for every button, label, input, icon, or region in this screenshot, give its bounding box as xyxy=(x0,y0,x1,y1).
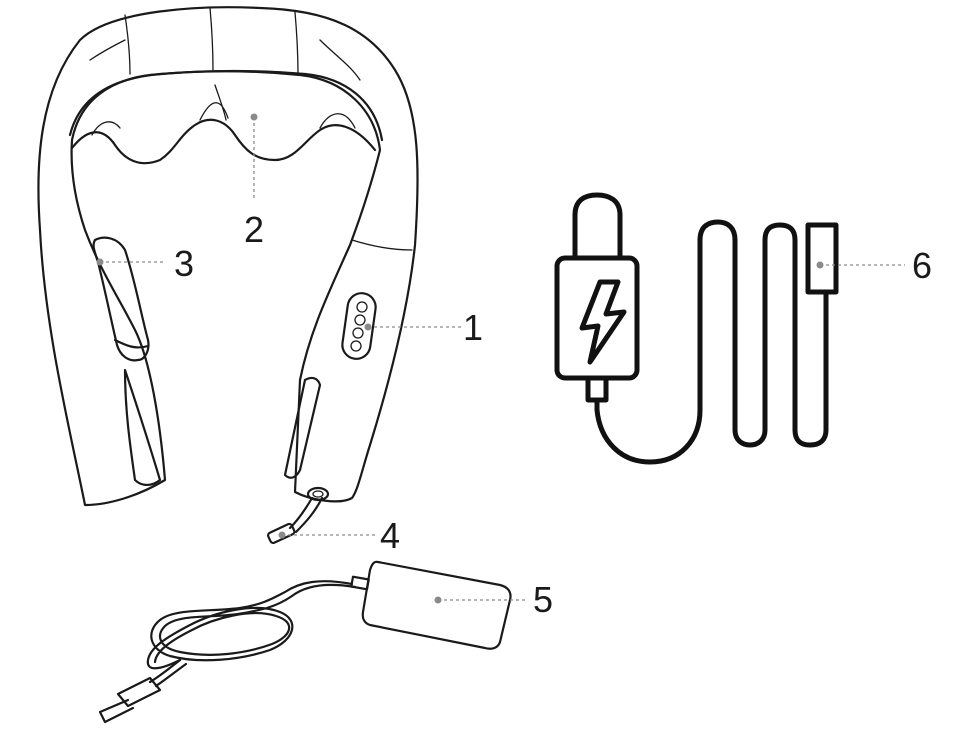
adapter-body xyxy=(361,560,512,650)
massager-shell-outline xyxy=(37,6,419,507)
callout-4: 4 xyxy=(380,515,400,556)
callout-2: 2 xyxy=(244,209,264,250)
lightning-icon xyxy=(579,279,627,365)
adapter-cable-coil xyxy=(146,580,357,670)
leader-3-dot xyxy=(96,258,104,266)
node-shading-lines xyxy=(91,84,356,136)
car-plug-tip xyxy=(572,192,623,261)
leader-lines xyxy=(96,113,905,604)
neck-massager xyxy=(37,6,419,545)
barrel-plug xyxy=(98,676,162,724)
right-arm-panel xyxy=(283,376,322,479)
dc-port xyxy=(306,486,330,502)
pad-seams xyxy=(89,7,361,81)
car-charger-body xyxy=(554,255,640,381)
adapter-strain-relief xyxy=(350,575,370,591)
leader-1-dot xyxy=(364,323,372,331)
leader-6-dot xyxy=(816,261,824,269)
car-charger-cable xyxy=(594,219,829,465)
leader-5-dot xyxy=(434,596,442,604)
massager-inner-band xyxy=(68,69,384,142)
control-panel xyxy=(341,292,377,360)
dc-plug-cable xyxy=(288,496,324,534)
massage-node-bumps xyxy=(70,118,377,165)
control-button-2 xyxy=(354,314,366,326)
dc-port-inner xyxy=(312,490,324,498)
car-charger xyxy=(554,192,839,465)
leader-4-dot xyxy=(278,531,286,539)
callout-5: 5 xyxy=(533,579,553,620)
ac-adapter xyxy=(98,560,512,724)
control-button-4 xyxy=(350,340,362,352)
control-button-1 xyxy=(356,301,368,313)
callout-6: 6 xyxy=(912,245,932,286)
callout-labels: 1 2 3 4 5 6 xyxy=(174,209,932,620)
control-button-3 xyxy=(352,327,364,339)
dc-plug xyxy=(266,522,296,545)
callout-3: 3 xyxy=(174,243,194,284)
leader-2-dot xyxy=(250,113,258,121)
usb-connector xyxy=(805,222,839,295)
car-charger-neck xyxy=(585,375,609,403)
left-arm-panel xyxy=(123,368,162,486)
right-arm-seam xyxy=(351,239,413,251)
callout-1: 1 xyxy=(463,307,483,348)
adapter-cable-tail xyxy=(148,658,188,688)
